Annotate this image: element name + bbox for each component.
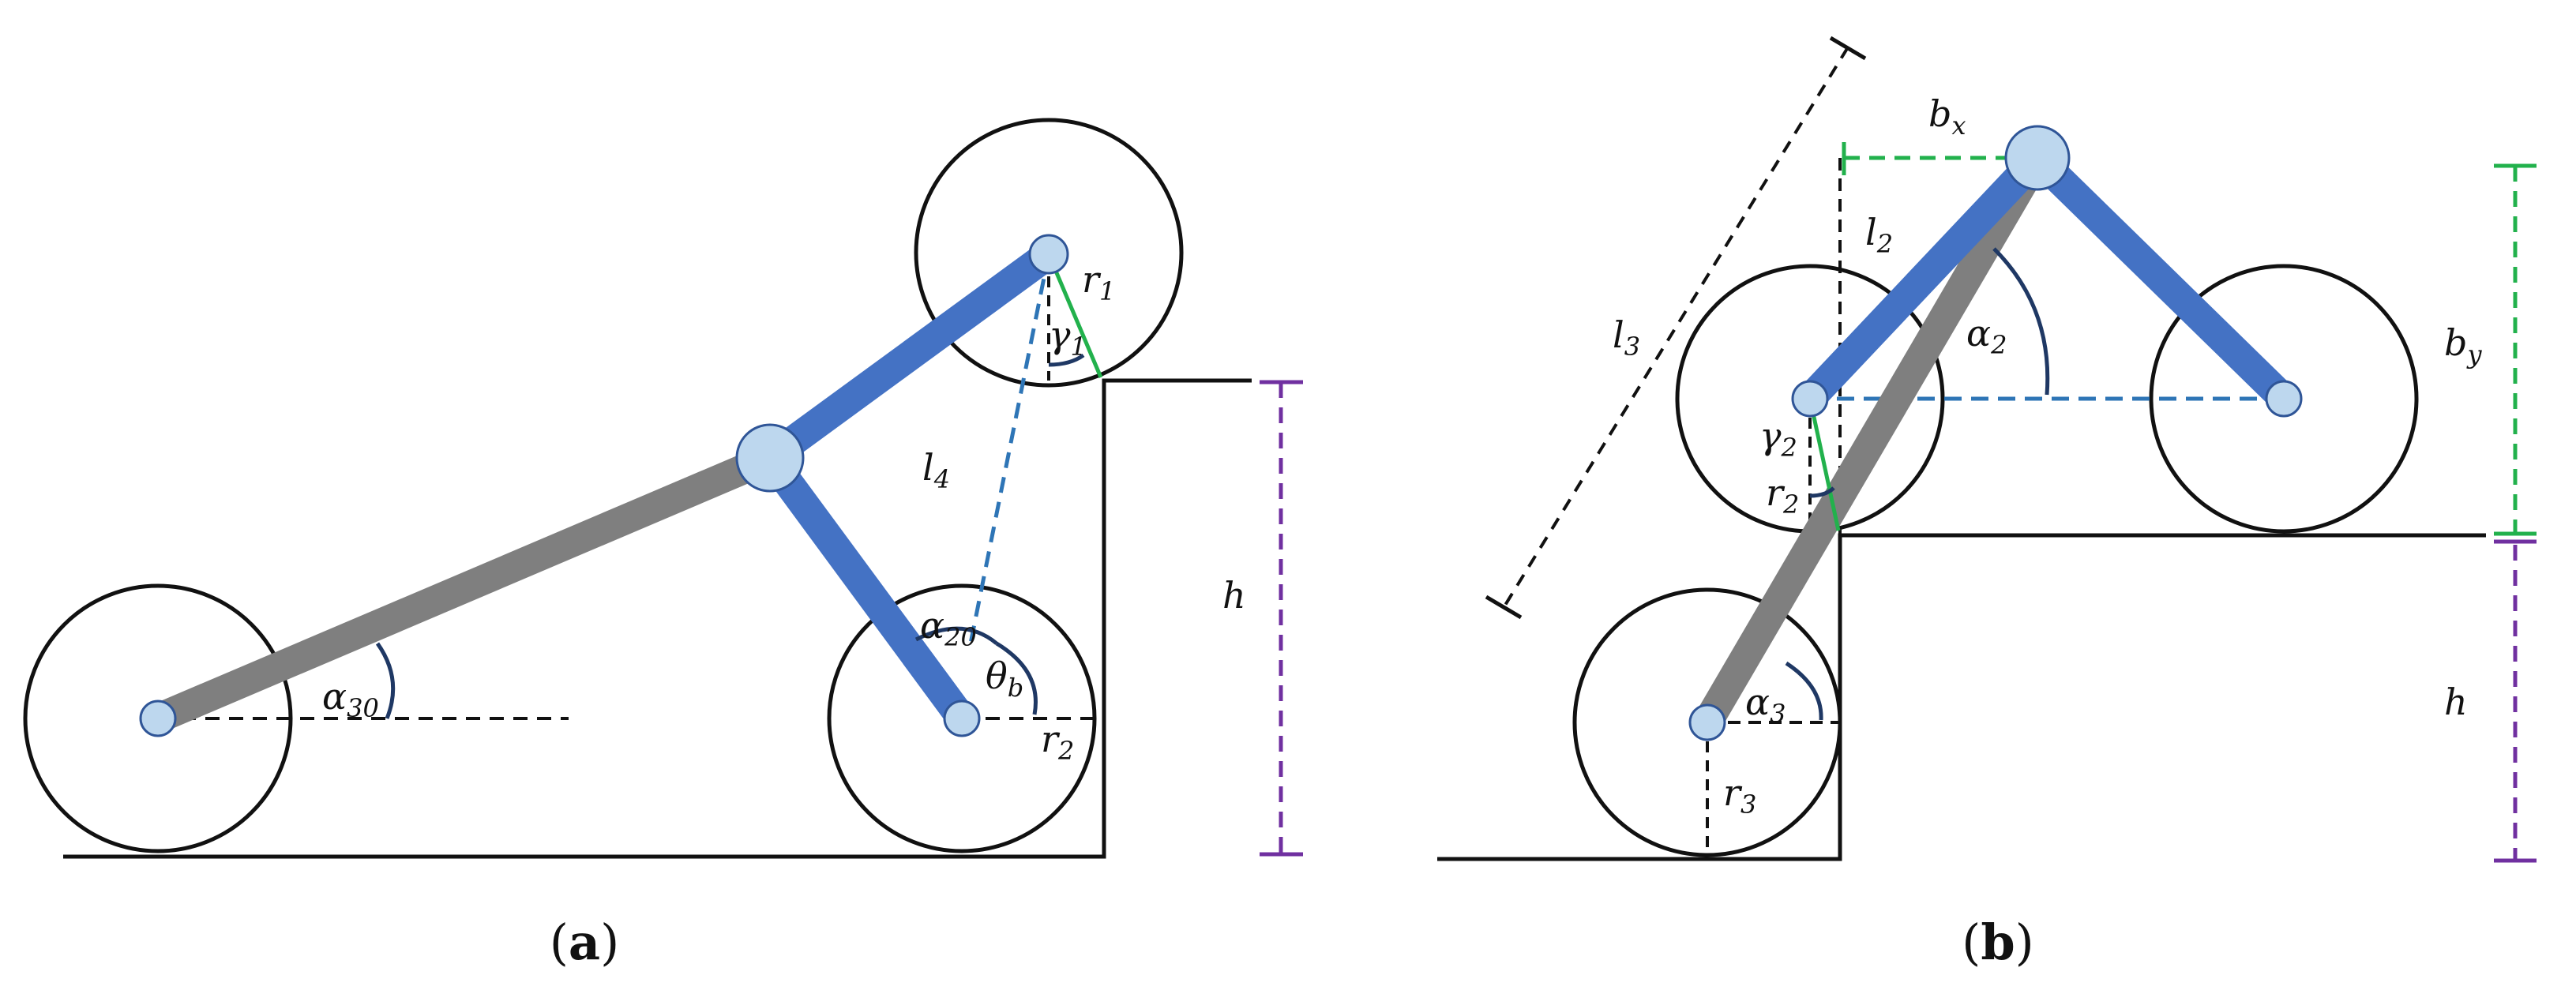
label-l4: l4 bbox=[922, 446, 950, 494]
r2-green-line-b bbox=[1808, 398, 1841, 531]
label-gamma2: γ2 bbox=[1759, 414, 1797, 463]
label-by: by bbox=[2444, 321, 2482, 369]
angle-arc-gamma2 bbox=[1809, 486, 1835, 498]
blue-link-middle-a bbox=[757, 448, 974, 728]
label-r1: r1 bbox=[1082, 258, 1115, 306]
label-r3: r3 bbox=[1723, 771, 1756, 820]
l4-dashed-line-a bbox=[967, 253, 1051, 648]
label-alpha20: α20 bbox=[920, 604, 977, 652]
joint-top-b bbox=[2004, 125, 2071, 191]
label-h-b: h bbox=[2444, 681, 2468, 723]
gray-link-b bbox=[1694, 150, 2051, 730]
caption-panel-a: (a) bbox=[550, 913, 620, 971]
angle-arc-alpha20 bbox=[914, 626, 998, 645]
caption-panel-b: (b) bbox=[1962, 913, 2034, 971]
r1-green-line-a bbox=[1046, 253, 1103, 378]
panel-b: bx l2 l3 α2 by γ2 r2 h α3 r3 (b) bbox=[1437, 36, 2537, 971]
panel-a: r1 γ1 l4 h α20 θb r2 α30 (a) bbox=[23, 118, 1303, 971]
label-theta-b: θb bbox=[986, 655, 1023, 703]
joint-front-b bbox=[2265, 380, 2303, 418]
angle-arc-alpha3 bbox=[1785, 661, 1823, 721]
label-r2-b: r2 bbox=[1766, 471, 1799, 520]
wheel-front-a bbox=[914, 118, 1184, 388]
joint-middle-a bbox=[943, 700, 981, 737]
label-alpha2: α2 bbox=[1966, 312, 2007, 360]
l3-tick-top bbox=[1829, 36, 1867, 61]
joint-middle-b bbox=[1791, 380, 1829, 418]
angle-arc-alpha30 bbox=[375, 642, 396, 719]
l3-dimension-line bbox=[1503, 46, 1849, 608]
label-h-a: h bbox=[1222, 574, 1246, 617]
label-l2: l2 bbox=[1865, 211, 1893, 259]
ground-step-outline-b bbox=[1437, 533, 2486, 861]
ground-step-outline-a bbox=[63, 378, 1252, 859]
label-r2-a: r2 bbox=[1041, 718, 1074, 766]
blue-link-middle-b bbox=[1799, 147, 2048, 410]
joint-center-a bbox=[735, 423, 805, 493]
label-bx: bx bbox=[1928, 92, 1966, 141]
label-gamma1: γ1 bbox=[1049, 313, 1087, 362]
label-alpha3: α3 bbox=[1745, 681, 1786, 729]
wheel-front-b bbox=[2149, 264, 2419, 534]
angle-arc-theta-b bbox=[995, 641, 1038, 715]
label-l3: l3 bbox=[1613, 313, 1640, 362]
gray-link-a bbox=[152, 444, 776, 733]
l3-tick-bottom bbox=[1485, 595, 1523, 620]
angle-arc-alpha2 bbox=[1992, 247, 2050, 396]
label-alpha30: α30 bbox=[322, 675, 379, 723]
joint-front-a bbox=[1028, 234, 1069, 275]
blue-link-front-a bbox=[760, 242, 1058, 471]
joint-rear-a bbox=[139, 700, 177, 737]
angle-arc-gamma1 bbox=[1048, 353, 1085, 367]
blue-link-front-b bbox=[2026, 147, 2295, 410]
joint-lower-b bbox=[1688, 703, 1726, 741]
